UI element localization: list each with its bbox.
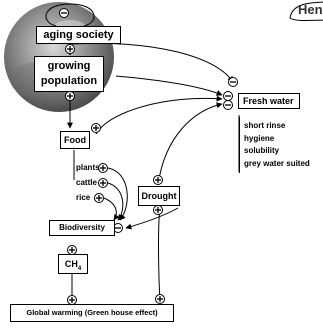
- sign-rice-icon: [94, 193, 104, 203]
- sign-drought-bottom-icon: [153, 205, 163, 215]
- node-drought: Drought: [138, 186, 180, 206]
- use-item: short rinse: [244, 121, 286, 130]
- ch4-subscript: 4: [77, 265, 82, 272]
- logo-fragment: Hen: [298, 2, 323, 17]
- edge-plants-biodiversity: [107, 167, 128, 221]
- sign-freshwater-2-icon: [223, 100, 233, 110]
- sign-warming-left-icon: [67, 295, 77, 305]
- edge-cattle-biodiversity: [107, 182, 124, 221]
- node-biodiversity: Biodiversity: [49, 220, 115, 236]
- food-item-plants: plants: [76, 163, 100, 172]
- sign-food-freshwater-icon: [91, 123, 101, 133]
- node-global-warming: Global warming (Green house effect): [10, 304, 174, 322]
- sign-aging-population-icon: [65, 44, 75, 54]
- sign-plants-icon: [98, 163, 108, 173]
- ch4-label: CH: [64, 259, 78, 269]
- use-item: grey water suited: [244, 158, 310, 168]
- node-fresh-water: Fresh water: [238, 93, 300, 109]
- node-growing-population: growing population: [34, 56, 104, 92]
- edge-drought-biodiversity: [125, 207, 179, 230]
- use-item: hygiene: [244, 133, 275, 143]
- edge-drought-freshwater: [157, 102, 223, 186]
- fresh-water-uses-list: short rinse hygiene solubility grey wate…: [239, 117, 313, 173]
- sign-population-food-icon: [65, 91, 75, 101]
- self-loop-aging: [45, 3, 95, 27]
- use-item: solubility: [244, 146, 280, 155]
- sign-population-freshwater-top-icon: [228, 77, 238, 87]
- edge-food-freshwater: [95, 95, 223, 135]
- edge-population-freshwater-low: [115, 75, 223, 96]
- food-item-rice: rice: [76, 193, 91, 202]
- edge-warming-drought: [156, 206, 163, 304]
- population-line-2: population: [40, 75, 98, 87]
- sign-drought-top-icon: [153, 175, 163, 185]
- sign-freshwater-1-icon: [223, 91, 233, 101]
- sign-warming-right-icon: [155, 294, 165, 304]
- node-aging-society: aging society: [36, 26, 121, 44]
- sign-aging-loop-icon: [59, 8, 69, 18]
- logo-outline: [289, 1, 323, 21]
- population-line-1: growing: [47, 60, 91, 72]
- node-food: Food: [60, 131, 90, 149]
- food-item-cattle: cattle: [76, 178, 97, 187]
- edge-rice-biodiversity: [103, 197, 120, 221]
- node-ch4: CH4: [58, 254, 88, 274]
- sign-cattle-icon: [98, 178, 108, 188]
